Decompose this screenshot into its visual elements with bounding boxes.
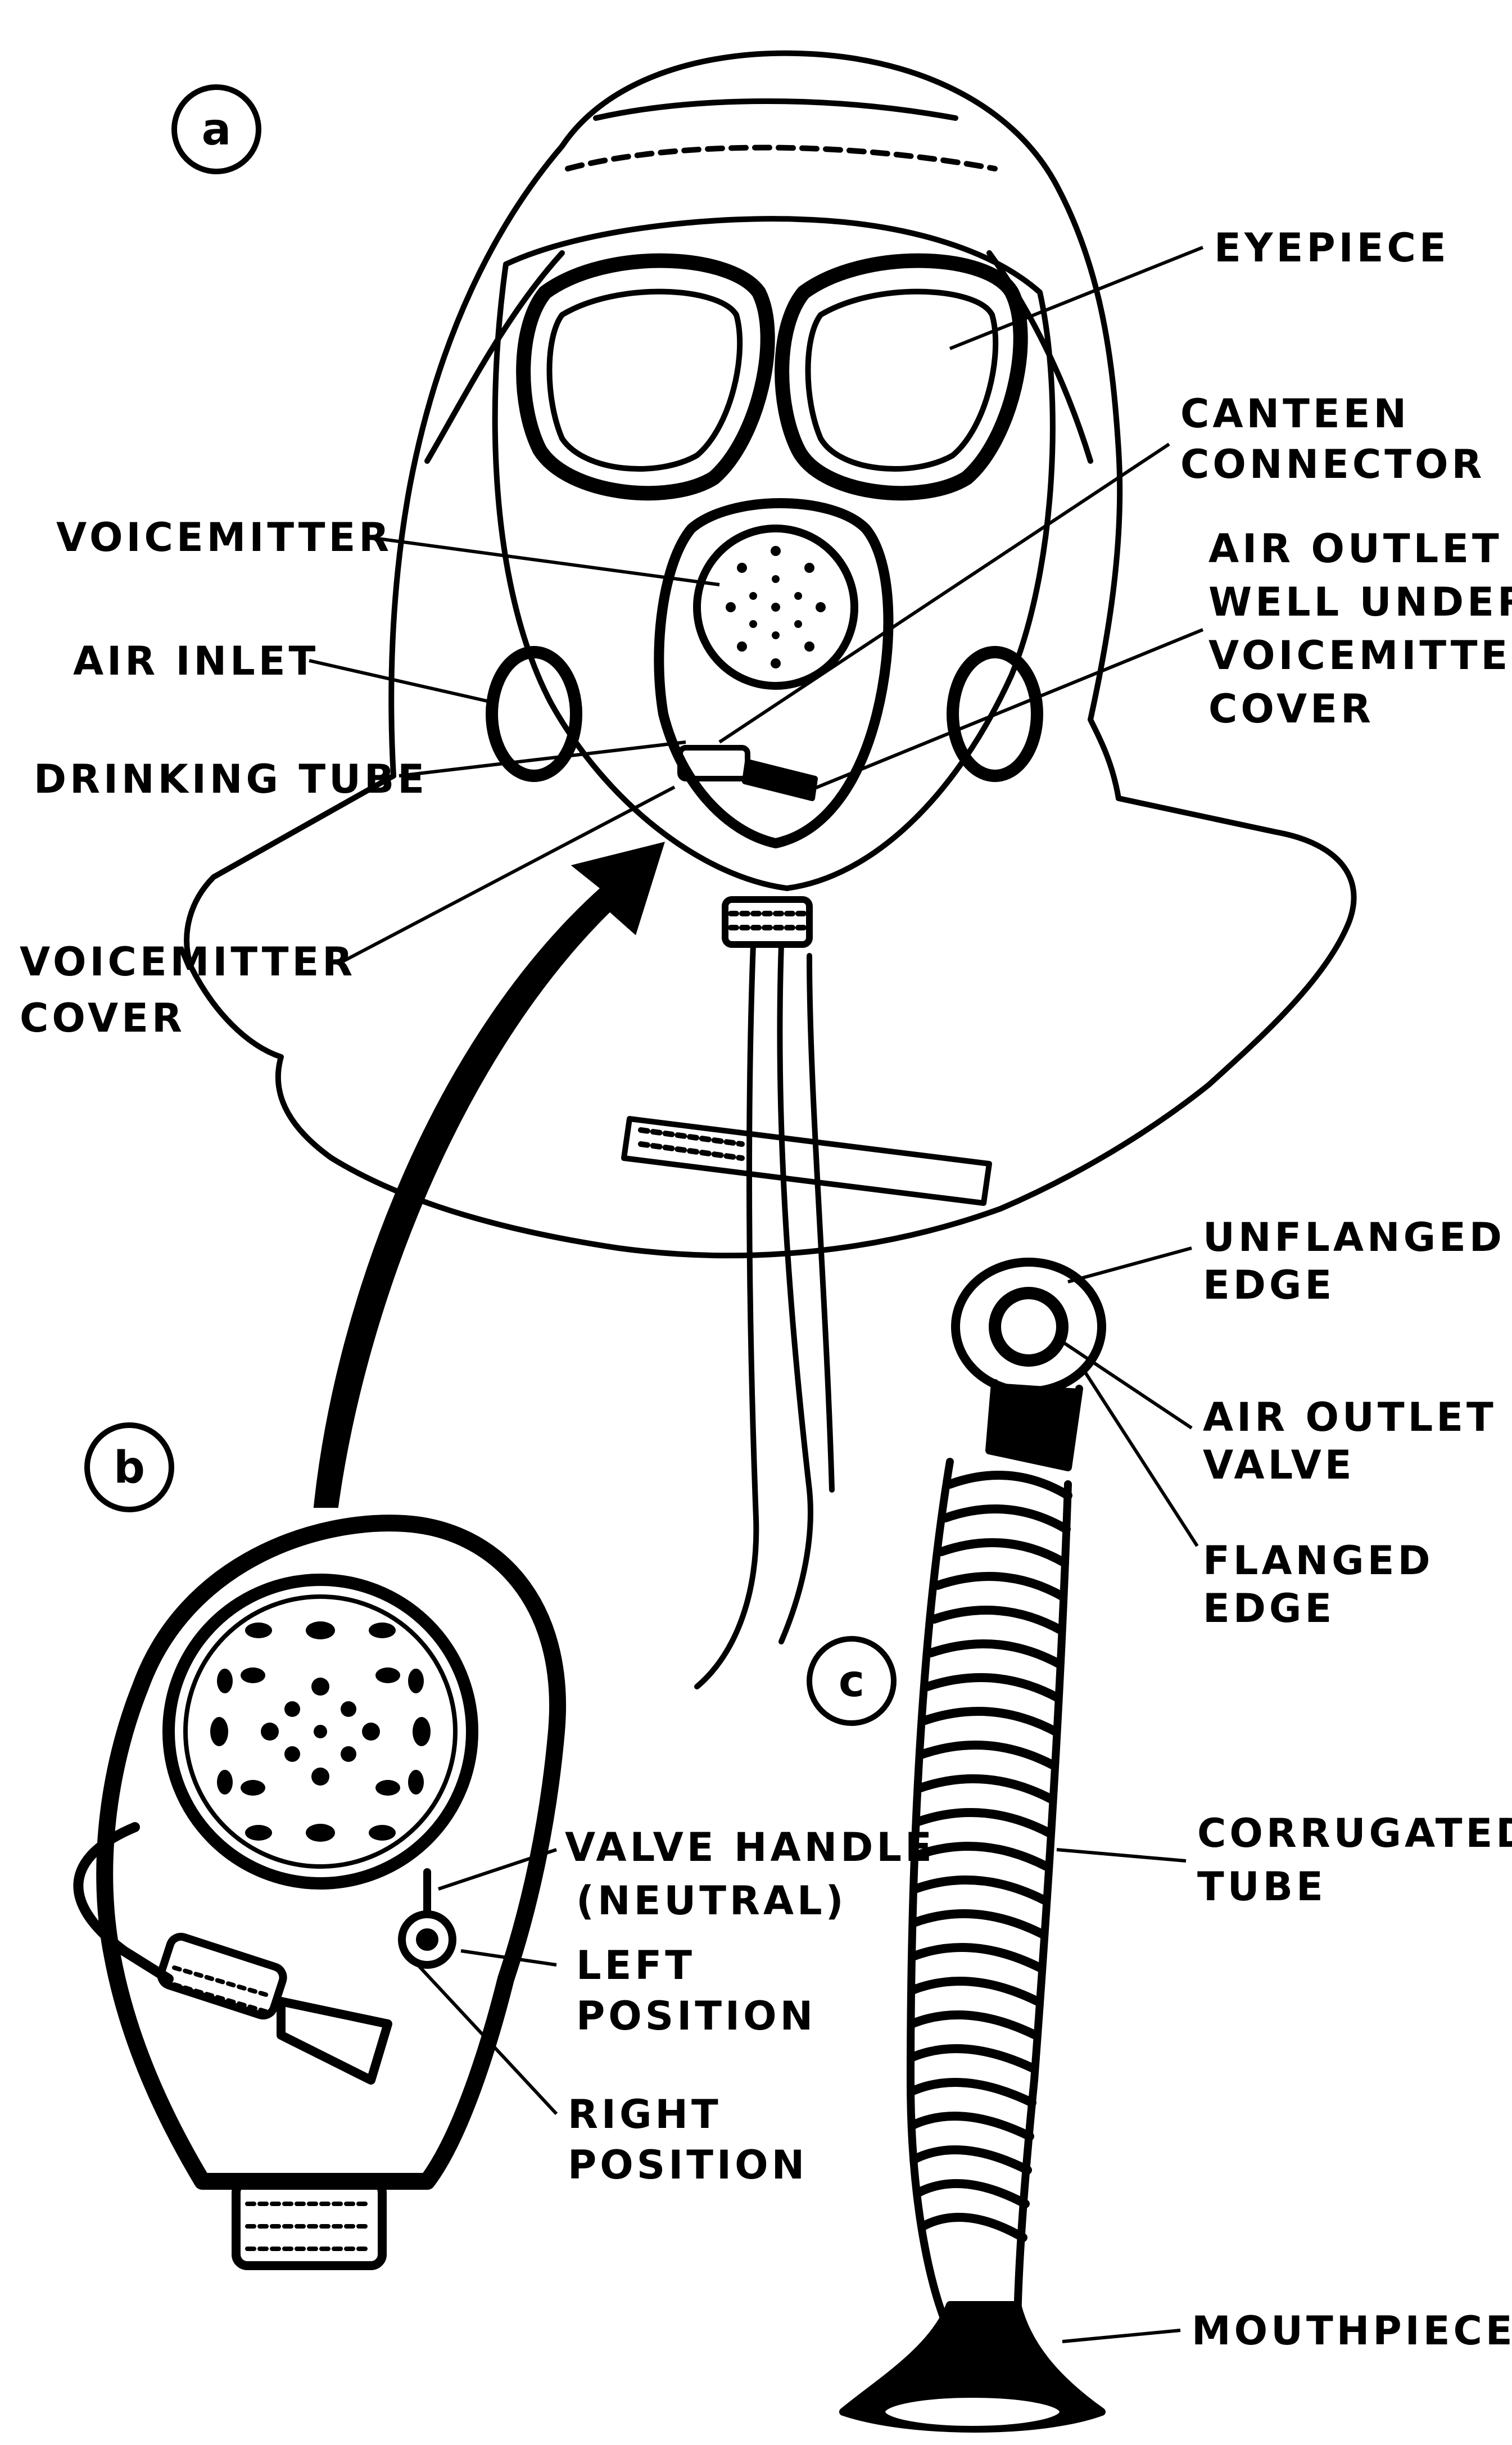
panel-b-tag: b	[114, 1443, 145, 1493]
hooded-mask-illustration	[187, 53, 1353, 1687]
panel-c-tag: c	[839, 1656, 864, 1707]
label-canteen-connector-2: CONNECTOR	[1180, 441, 1485, 487]
leader-flanged-edge	[1085, 1372, 1197, 1546]
label-air-outlet-well-4: COVER	[1208, 686, 1374, 732]
eyepiece-left	[523, 261, 768, 494]
detail-outlet	[236, 2181, 382, 2266]
detail-perforations	[210, 1621, 431, 1842]
leader-corrugated-tube	[1057, 1850, 1186, 1861]
label-canteen-connector-1: CANTEEN	[1180, 391, 1410, 437]
label-eyepiece: EYEPIECE	[1214, 225, 1450, 271]
eyepiece-right-inner	[808, 292, 996, 469]
tube-left-edge	[911, 1462, 950, 2333]
label-mouthpiece: MOUTHPIECE	[1192, 2308, 1512, 2354]
neck-strap-hatch	[641, 1130, 742, 1158]
tie-cord-3	[809, 956, 832, 1490]
voicemitter-perforations	[726, 546, 826, 668]
detail-outlet-texture	[247, 2204, 371, 2249]
neck-strap	[624, 1119, 989, 1203]
callout-labels: EYEPIECE CANTEEN CONNECTOR VOICEMITTER A…	[20, 225, 1512, 2354]
panel-a-tag: a	[202, 105, 232, 155]
voicemitter-detail-illustration	[78, 1523, 558, 2266]
label-corrugated-tube-2: TUBE	[1197, 1864, 1327, 1910]
label-voicemitter-cover-1: VOICEMITTER	[20, 939, 356, 985]
detail-tube-tip	[281, 2001, 388, 2080]
leader-air-inlet	[309, 661, 495, 703]
label-unflanged-edge-2: EDGE	[1203, 1262, 1335, 1308]
detail-drinking-tube	[78, 1827, 169, 1979]
label-air-outlet-well-3: VOICEMITTER	[1208, 632, 1512, 679]
tie-cord-2	[780, 944, 811, 1642]
tube-neck	[989, 1383, 1079, 1467]
leader-mouthpiece	[1062, 2330, 1180, 2342]
label-valve-handle-2: (NEUTRAL)	[576, 1878, 847, 1924]
label-flanged-edge-2: EDGE	[1203, 1585, 1335, 1631]
label-air-inlet: AIR INLET	[73, 638, 319, 684]
label-unflanged-edge-1: UNFLANGED	[1203, 1214, 1505, 1260]
label-drinking-tube: DRINKING TUBE	[34, 756, 428, 802]
chin-outlet-texture	[731, 914, 804, 928]
outlet-valve-flange	[956, 1262, 1102, 1391]
hood-seam-upper	[596, 101, 956, 118]
leader-unflanged-edge	[1068, 1248, 1192, 1282]
label-right-position-2: POSITION	[568, 2142, 808, 2188]
hood-outline	[187, 53, 1353, 1256]
hood-seam	[568, 148, 995, 169]
label-left-position-2: POSITION	[576, 1993, 816, 2039]
tie-cord-1	[697, 944, 756, 1687]
label-voicemitter: VOICEMITTER	[56, 514, 392, 561]
label-valve-handle-1: VALVE HANDLE	[565, 1824, 935, 1870]
label-flanged-edge-1: FLANGED	[1203, 1538, 1434, 1584]
leader-voicemitter	[365, 537, 719, 585]
detail-housing	[105, 1523, 558, 2181]
label-air-outlet-valve-2: VALVE	[1203, 1442, 1355, 1488]
label-corrugated-tube-1: CORRUGATED	[1197, 1810, 1512, 1856]
label-voicemitter-cover-2: COVER	[20, 995, 185, 1041]
leader-eyepiece	[950, 247, 1203, 349]
label-left-position-1: LEFT	[576, 1942, 695, 1988]
label-air-outlet-well-1: AIR OUTLET	[1208, 526, 1502, 572]
label-air-outlet-valve-1: AIR OUTLET	[1203, 1394, 1497, 1440]
chin-outlet	[725, 900, 809, 944]
mouthpiece-opening	[882, 2395, 1062, 2429]
detail-canteen-connector	[158, 1934, 286, 2018]
label-right-position-1: RIGHT	[568, 2091, 722, 2137]
detail-valve-center	[420, 1933, 434, 1946]
eyepiece-left-inner	[550, 292, 740, 469]
eyepiece-right	[782, 261, 1021, 494]
outlet-valve	[995, 1293, 1062, 1361]
label-air-outlet-well-2: WELL UNDER	[1208, 579, 1512, 625]
